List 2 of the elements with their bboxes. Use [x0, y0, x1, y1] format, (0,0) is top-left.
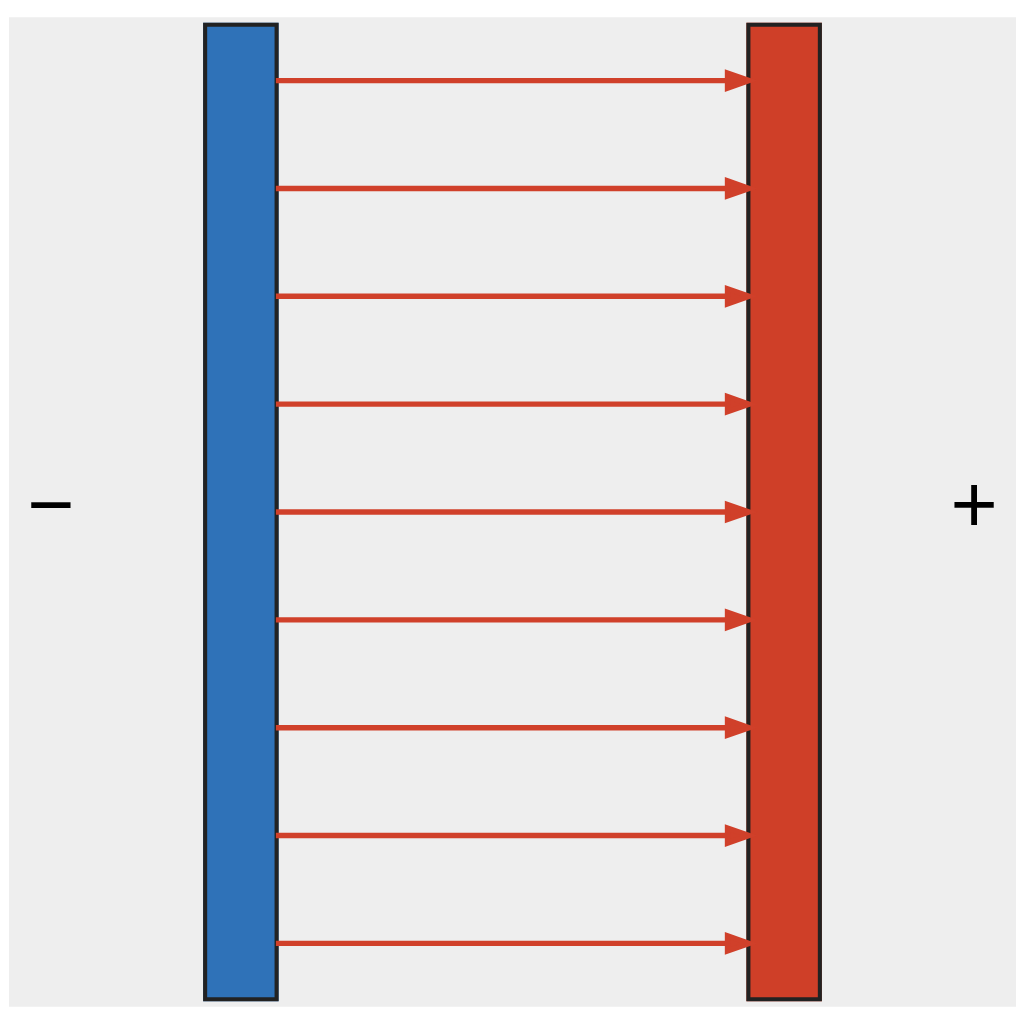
- label: −: [26, 459, 74, 550]
- label: +: [950, 459, 998, 550]
